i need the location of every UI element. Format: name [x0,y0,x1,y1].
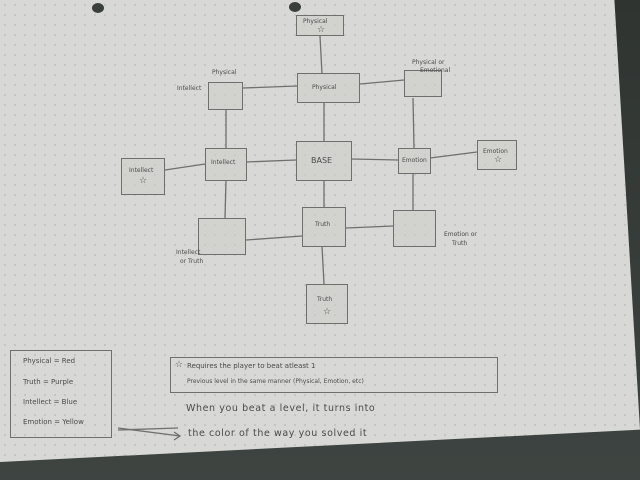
star-icon: ☆ [317,25,326,35]
footer-line-2: the color of the way you solved it [188,428,368,439]
legend-truth: Truth = Purple [23,378,74,386]
node-label: Physical [312,84,337,91]
node-intellect: Intellect [205,148,247,181]
intellect-truth-label-1: Intellect [176,249,201,256]
legend-intellect: Intellect = Blue [23,398,78,406]
color-legend: Physical = Red Truth = Purple Intellect … [10,350,112,438]
intellect-truth-label-2: or Truth [180,258,204,265]
binder-hole-left [92,3,104,13]
star-icon: ☆ [139,176,148,186]
node-label: Emotion [402,157,427,164]
node-physical-star-top: Physical ☆ [296,15,344,36]
node-label: BASE [311,156,333,165]
node-physical: Physical [297,73,360,103]
note-line-1: Requires the player to beat atleast 1 [187,362,316,370]
physical-emotion-label-1: Physical or [412,59,445,66]
star-icon: ☆ [494,155,503,165]
node-base: BASE [296,141,352,181]
node-intellect-truth [198,218,246,255]
node-truth: Truth [302,207,346,247]
node-physical-intellect [208,82,243,110]
node-emotion-truth [393,210,436,247]
node-label: Physical [303,18,328,25]
star-icon: ☆ [175,360,184,370]
node-truth-star-bottom: Truth ☆ [306,284,348,324]
physical-intellect-label-top: Physical [212,69,237,76]
note-line-2: Previous level in the same manner (Physi… [187,378,364,385]
emotion-truth-label-1: Emotion or [444,231,477,238]
star-icon: ☆ [323,307,332,317]
legend-physical: Physical = Red [23,357,76,365]
footer-line-1: When you beat a level, it turns into [186,403,376,414]
node-intellect-star-left: Intellect ☆ [121,158,165,195]
node-emotion: Emotion [398,148,431,174]
node-physical-emotion [404,70,442,97]
physical-emotion-label-2: Emotional [420,67,451,74]
node-label: Intellect [211,159,236,166]
node-emotion-star-right: Emotion ☆ [477,140,517,170]
legend-emotion: Emotion = Yellow [23,418,84,426]
node-label: Truth [315,221,331,228]
binder-hole-middle [289,2,301,12]
node-label: Emotion [483,148,508,155]
node-label: Intellect [129,167,154,174]
star-note: ☆ Requires the player to beat atleast 1 … [170,357,498,393]
physical-intellect-label-bottom: Intellect [177,85,202,92]
node-label: Truth [317,296,333,303]
emotion-truth-label-2: Truth [452,240,468,247]
